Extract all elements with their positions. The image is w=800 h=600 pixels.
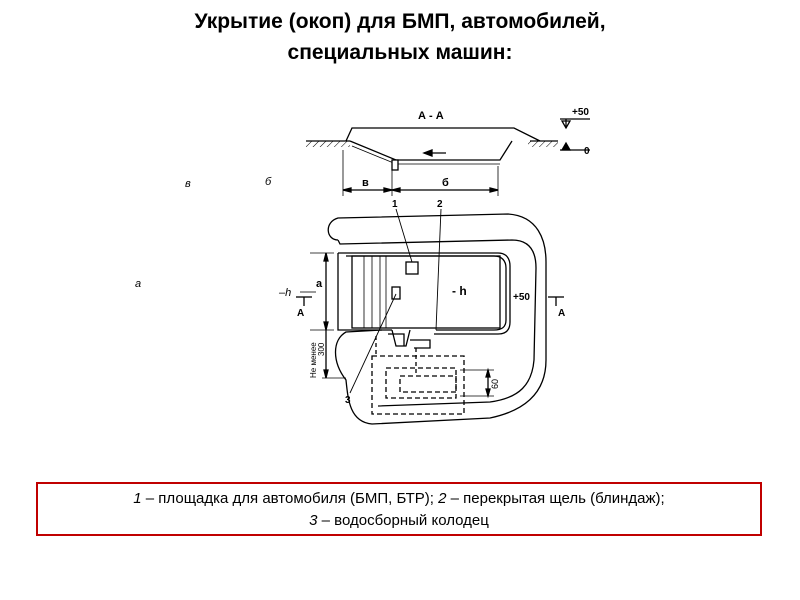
legend-number-3: 3 [309, 512, 318, 529]
ground-hatch-right [528, 141, 558, 147]
depth-label-left: –h [278, 287, 291, 299]
section-dim-b: б [442, 177, 449, 189]
callout-3: 3 [345, 395, 351, 406]
cut-mark-right: А [558, 308, 565, 319]
ground-hatch-left [306, 141, 350, 147]
plan-view [296, 208, 564, 425]
callout-2: 2 [437, 199, 443, 210]
callout-1: 1 [392, 199, 398, 210]
slide-title: Укрытие (окоп) для БМП, автомобилей, спе… [0, 6, 800, 68]
stray-letter-v: в [185, 178, 191, 190]
plan-mark-plus50: +50 [513, 292, 530, 303]
stray-letter-b: б [265, 176, 272, 188]
legend-number-2: 2 [438, 490, 447, 507]
legend-number-1: 1 [133, 490, 142, 507]
legend-text-3: – водосборный колодец [317, 512, 489, 529]
title-line-1: Укрытие (окоп) для БМП, автомобилей, [194, 10, 606, 33]
dim-60: 60 [490, 379, 500, 389]
dim-300: 300 [317, 342, 326, 356]
legend-text-1: – площадка для автомобиля (БМП, БТР); [141, 490, 439, 507]
legend-caption: 1 – площадка для автомобиля (БМП, БТР); … [36, 482, 762, 536]
stray-letter-a: а [135, 278, 141, 290]
section-label: А - А [418, 110, 444, 122]
cut-mark-left: А [297, 308, 304, 319]
title-line-2: специальных машин: [287, 41, 513, 64]
section-a-a [306, 118, 590, 196]
section-dim-v: в [362, 177, 369, 189]
dim-a: а [316, 278, 323, 290]
vehicle-pad [338, 252, 511, 335]
dim-not-less: Не менее [309, 342, 318, 378]
section-mark-zero: 0 [584, 146, 590, 157]
depth-label: - h [452, 284, 467, 298]
section-mark-plus50: +50 [572, 107, 589, 118]
legend-text-2: – перекрытая щель (блиндаж); [446, 490, 665, 507]
